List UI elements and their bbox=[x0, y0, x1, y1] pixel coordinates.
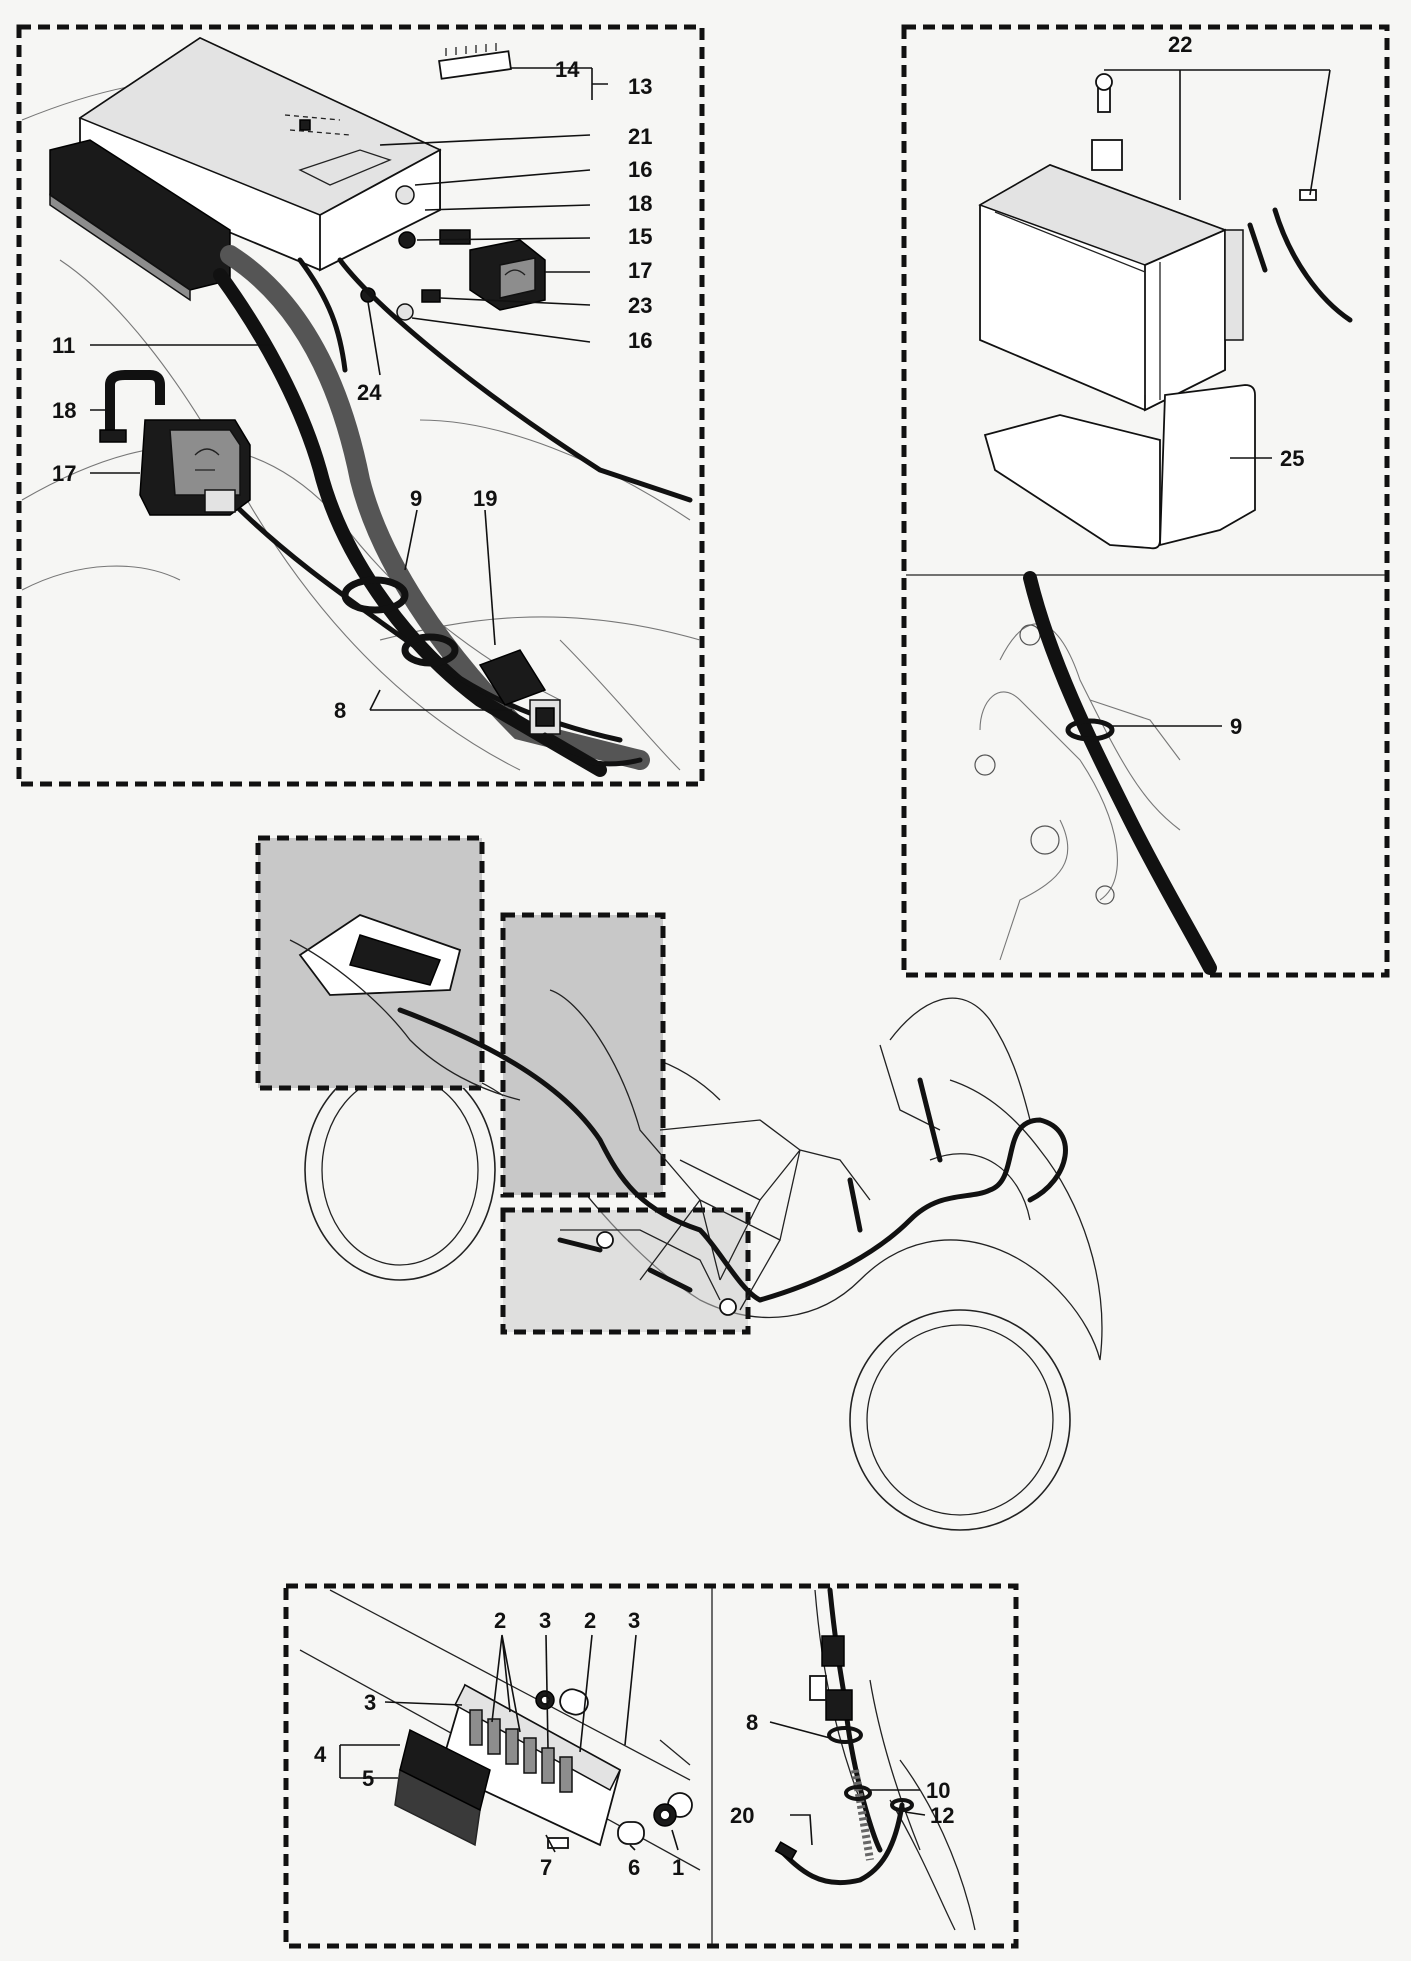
callout-22: 22 bbox=[1168, 32, 1192, 57]
harness-detail: 8 10 12 20 bbox=[730, 1587, 976, 1931]
callout-8-detail: 8 bbox=[746, 1710, 758, 1735]
callout-18: 18 bbox=[628, 191, 652, 216]
callout-9-frame: 9 bbox=[1230, 714, 1242, 739]
callout-7: 7 bbox=[540, 1855, 552, 1880]
callout-8: 8 bbox=[334, 698, 346, 723]
battery-pad bbox=[983, 384, 1256, 550]
fuse-row bbox=[469, 1709, 573, 1793]
panel-battery-detail: 22 25 9 bbox=[901, 24, 1390, 978]
panel-fuse-box: 2 3 2 3 3 4 5 7 6 1 bbox=[283, 1583, 1019, 1949]
terminal-screw-15 bbox=[398, 231, 416, 249]
terminal-screw-16 bbox=[395, 185, 415, 205]
callout-2a: 2 bbox=[494, 1608, 506, 1633]
callout-9: 9 bbox=[410, 486, 422, 511]
frame-clip bbox=[974, 571, 1217, 975]
callout-3a: 3 bbox=[539, 1608, 551, 1633]
panel-battery-border bbox=[901, 24, 1390, 978]
callout-3b: 3 bbox=[628, 1608, 640, 1633]
terminal-screw-16b bbox=[396, 303, 414, 321]
callout-14: 14 bbox=[555, 57, 580, 82]
cable-tie-8 bbox=[401, 633, 459, 667]
relay-left bbox=[99, 370, 251, 516]
callout-21: 21 bbox=[628, 124, 652, 149]
callout-25: 25 bbox=[1280, 446, 1304, 471]
callout-3c: 3 bbox=[364, 1690, 376, 1715]
callout-17b: 17 bbox=[52, 461, 76, 486]
fuse-strip bbox=[438, 43, 512, 80]
callout-20: 20 bbox=[730, 1803, 754, 1828]
callout-18b: 18 bbox=[52, 398, 76, 423]
callout-10: 10 bbox=[926, 1778, 950, 1803]
callout-24: 24 bbox=[357, 380, 382, 405]
callout-13: 13 bbox=[628, 74, 652, 99]
callout-5: 5 bbox=[362, 1766, 374, 1791]
panel-fuse-border bbox=[283, 1583, 1019, 1949]
panel-ecu-detail: 14 13 21 16 18 15 17 23 16 11 24 18 17 9… bbox=[16, 24, 705, 787]
callout-16: 16 bbox=[628, 157, 652, 182]
overview-box-rear bbox=[255, 835, 485, 1091]
callout-15: 15 bbox=[628, 224, 652, 249]
overview-box-lower bbox=[500, 1207, 751, 1335]
callout-2b: 2 bbox=[584, 1608, 596, 1633]
fuse-box bbox=[394, 1683, 693, 1849]
callout-12: 12 bbox=[930, 1803, 954, 1828]
panel-motorcycle-overview bbox=[255, 835, 1103, 1531]
callout-11: 11 bbox=[52, 333, 75, 358]
cable-tie-9 bbox=[341, 576, 409, 614]
callout-23: 23 bbox=[628, 293, 652, 318]
callout-17: 17 bbox=[628, 258, 652, 283]
callout-6: 6 bbox=[628, 1855, 640, 1880]
callout-19: 19 bbox=[473, 486, 497, 511]
connector-19 bbox=[478, 649, 643, 767]
relay-right bbox=[439, 229, 546, 311]
callout-4: 4 bbox=[314, 1742, 327, 1767]
battery bbox=[978, 73, 1353, 412]
terminal-23 bbox=[421, 289, 441, 303]
ecu-unit bbox=[78, 36, 442, 272]
callout-16b: 16 bbox=[628, 328, 652, 353]
frame-trellis bbox=[549, 989, 871, 1316]
overview-box-mid bbox=[500, 912, 666, 1198]
callout-1: 1 bbox=[672, 1855, 684, 1880]
